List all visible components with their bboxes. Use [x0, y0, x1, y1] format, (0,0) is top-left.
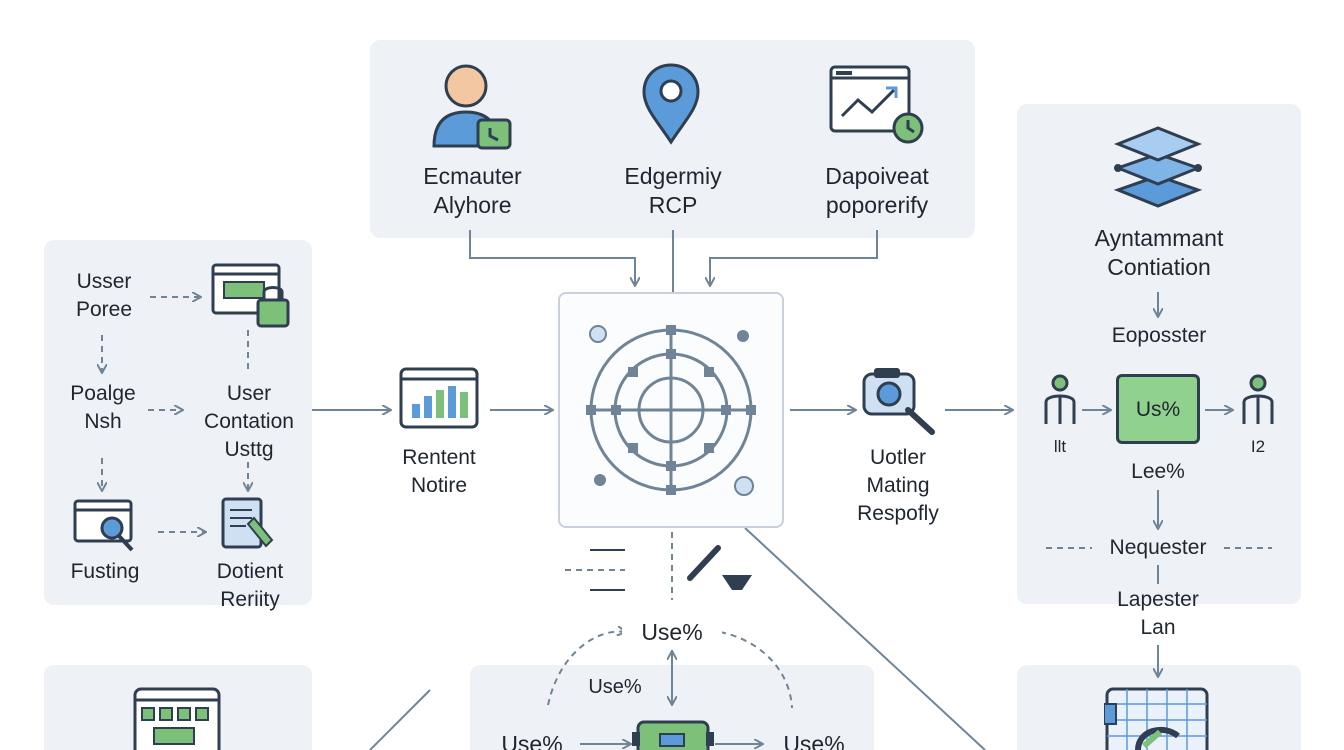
nequester-label: Nequester: [1092, 534, 1224, 562]
user-contation-line3: Usttg: [224, 438, 274, 461]
browser-search-icon: [73, 499, 134, 552]
dotient-line2: Reriity: [220, 588, 280, 611]
browser-lock-icon: [211, 263, 290, 328]
user-poree-line2: Poree: [75, 298, 133, 321]
use-mid-label: Use%: [588, 676, 642, 698]
dapoiveat-label: Dapoiveat poporerify: [788, 162, 966, 220]
ayntammant-title: Ayntammant Contiation: [1040, 224, 1278, 282]
dotient-line1: Dotient: [216, 560, 284, 583]
use-left-label: Use%: [501, 731, 563, 750]
poalge-line1: Poalge: [70, 382, 136, 405]
dapoiveat-line2: poporerify: [825, 192, 929, 218]
us-box: [1116, 374, 1200, 444]
user-poree-label: Usser Poree: [50, 268, 158, 324]
dapoiveat-line1: Dapoiveat: [825, 163, 929, 189]
dashboard-monitor-icon: [399, 367, 479, 429]
camera-search-icon: [862, 368, 935, 435]
ecmauter-label: Ecmauter Alyhore: [380, 162, 565, 220]
lee-label: Lee%: [1131, 460, 1185, 483]
rentent-line1: Rentent: [402, 446, 476, 469]
layers-stack-icon: [1113, 126, 1203, 208]
use-top-label: Use%: [622, 618, 722, 647]
user-contation-label: User Contation Usttg: [186, 380, 312, 464]
rentent-notire-label: Rentent Notire: [380, 444, 498, 500]
edgermiy-label: Edgermiy RCP: [582, 162, 764, 220]
calendar-grid-icon: [133, 687, 221, 750]
lapester-line2: Lan: [1140, 616, 1176, 639]
ayntammant-line1: Ayntammant: [1094, 225, 1224, 251]
lapester-line1: Lapester: [1117, 588, 1199, 611]
fusting-label: Fusting: [70, 560, 140, 583]
user-poree-line1: Usser: [76, 270, 132, 293]
person-right-label: I2: [1250, 437, 1266, 456]
person-right-icon: [1242, 374, 1274, 424]
edgermiy-line2: RCP: [648, 192, 698, 218]
eoposster-label: Eoposster: [1111, 324, 1207, 347]
analytics-window-icon: [829, 65, 924, 144]
dotient-reriity-label: Dotient Reriity: [190, 558, 310, 614]
person-left-label: llt: [1053, 437, 1067, 456]
lapester-label: Lapester Lan: [1090, 586, 1226, 642]
uotler-line1: Uotler: [869, 446, 927, 469]
ecmauter-line2: Alyhore: [433, 192, 512, 218]
user-contation-line1: User: [226, 382, 272, 405]
ayntammant-line2: Contiation: [1107, 254, 1211, 280]
network-globe-icon: [586, 325, 756, 496]
user-contation-line2: Contation: [204, 410, 294, 433]
document-edit-icon: [221, 497, 274, 549]
poalge-nsh-label: Poalge Nsh: [50, 380, 156, 436]
use-right-label: Use%: [783, 731, 845, 750]
uotler-line2: Mating: [866, 474, 930, 497]
ecmauter-line1: Ecmauter: [423, 163, 522, 189]
grid-phone-icon: [1104, 687, 1209, 750]
person-left-icon: [1044, 374, 1076, 424]
uotler-label: Uotler Mating Respofly: [830, 444, 966, 528]
rentent-line2: Notire: [410, 474, 468, 497]
location-pin-icon: [642, 63, 700, 145]
us-box-label: Us%: [1135, 398, 1181, 421]
edgermiy-line1: Edgermiy: [624, 163, 722, 189]
connector-chip-icon: [632, 720, 714, 750]
user-clock-icon: [432, 64, 512, 150]
poalge-line2: Nsh: [84, 410, 122, 433]
uotler-line3: Respofly: [857, 502, 939, 525]
